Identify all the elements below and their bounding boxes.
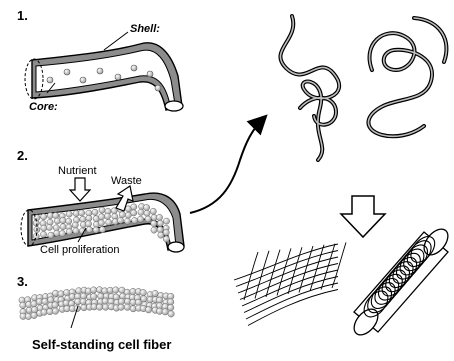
cell [141,296,147,302]
cell [60,217,66,223]
cell [52,308,58,314]
core-label: Core: [29,101,58,113]
cell [106,219,112,225]
cell [85,221,91,227]
wound-fiber-cylinder [349,225,452,340]
cell [46,224,52,230]
cell [52,302,58,308]
cell [99,214,105,220]
cell [40,231,46,237]
cell [92,209,98,215]
cell [124,218,130,224]
long-fibers [280,16,446,160]
cell [157,220,163,226]
cell [86,227,92,233]
shell-label: Shell: [130,23,160,35]
cell [113,287,119,293]
cell [66,229,72,235]
cell [152,290,158,296]
curved-arrow-icon [190,120,262,213]
cell [66,211,72,217]
cell [132,217,138,223]
cell [140,289,146,295]
cell [151,227,157,233]
cell [96,304,102,310]
cell [99,207,105,213]
cell [60,224,66,230]
cell [91,287,97,293]
cell [72,222,78,228]
cell [80,298,86,304]
cell [54,218,60,224]
cell [138,209,144,215]
nutrient-label: Nutrient [58,165,97,177]
cell [151,220,157,226]
cell [163,218,169,224]
cell [48,232,54,238]
cell [119,212,125,218]
woven-fiber-mesh [234,242,346,325]
cell [25,313,31,319]
cell [168,299,174,305]
cell [98,220,104,226]
cell [168,311,174,317]
nutrient-arrow-icon [70,178,90,201]
cell [168,304,174,310]
cell [42,298,48,304]
cell [73,228,79,234]
cell [41,309,47,315]
step-2-number: 2. [17,148,28,163]
cell [58,291,64,297]
cell [144,210,150,216]
cell [99,227,105,233]
cell [20,302,26,308]
cell [144,204,150,210]
cell [79,210,85,216]
cell [135,299,141,305]
cell-proliferation-label: Cell proliferation [40,244,119,256]
cell [163,229,169,235]
cell [66,218,72,224]
cell [118,304,124,310]
cell [31,312,37,318]
cell [91,293,97,299]
step-3-number: 3. [17,274,28,289]
cell [104,213,110,219]
cell [131,210,137,216]
cell [41,214,47,220]
cell [150,208,156,214]
cell [117,217,123,223]
cell [102,298,108,304]
self-standing-fiber [19,287,174,320]
cell [59,230,65,236]
fiber-caption: Self-standing cell fiber [32,337,171,352]
cell [86,215,92,221]
cell [156,214,162,220]
cell [131,204,137,210]
cell [163,236,169,242]
cell [93,227,99,233]
cell [162,309,168,315]
hollow-down-arrow-icon [341,196,385,237]
cell [124,304,130,310]
cell [41,225,47,231]
cell [145,307,151,313]
cell [145,216,151,222]
cell [53,212,59,218]
cell [118,298,124,304]
waste-label: Waste [111,175,142,187]
cell [138,216,144,222]
step-1-number: 1. [17,8,28,23]
